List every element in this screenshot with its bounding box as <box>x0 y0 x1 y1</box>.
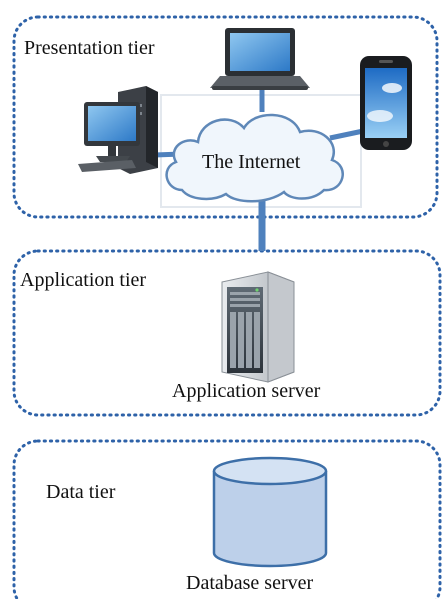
data-tier-box <box>12 439 442 599</box>
database-cylinder-icon <box>212 456 328 568</box>
database-server-label: Database server <box>186 572 314 594</box>
presentation-tier-label: Presentation tier <box>24 37 155 59</box>
data-tier-label: Data tier <box>46 481 116 503</box>
server-tower-icon <box>221 271 295 383</box>
internet-label: The Internet <box>202 151 301 173</box>
application-tier-box <box>12 249 442 417</box>
application-server-label: Application server <box>172 380 321 402</box>
desktop-computer-icon <box>78 86 158 174</box>
smartphone-icon <box>360 56 412 150</box>
application-tier-label: Application tier <box>20 269 147 291</box>
cloud-icon <box>165 113 344 203</box>
laptop-icon <box>210 28 310 90</box>
presentation-tier-box <box>12 15 439 219</box>
